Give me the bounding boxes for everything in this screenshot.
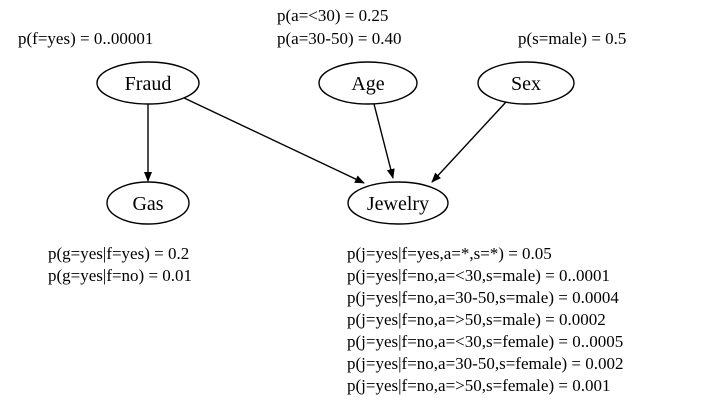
jewelry-cpt-row: p(j=yes|f=yes,a=*,s=*) = 0.05 <box>347 244 552 263</box>
node-gas-label: Gas <box>132 193 163 215</box>
jewelry-cpt-row: p(j=yes|f=no,a=30-50,s=female) = 0.002 <box>347 354 624 373</box>
jewelry-cpt-row: p(j=yes|f=no,a=>50,s=female) = 0.001 <box>347 376 611 395</box>
jewelry-cpt-row: p(j=yes|f=no,a=>50,s=male) = 0.0002 <box>347 310 606 329</box>
node-fraud-label: Fraud <box>125 73 172 95</box>
gas-cpt: p(g=yes|f=yes) = 0.2 p(g=yes|f=no) = 0.0… <box>48 243 192 287</box>
node-jewelry: Jewelry <box>347 181 449 225</box>
jewelry-cpt: p(j=yes|f=yes,a=*,s=*) = 0.05 p(j=yes|f=… <box>347 243 624 397</box>
jewelry-cpt-row: p(j=yes|f=no,a=<30,s=female) = 0..0005 <box>347 332 624 351</box>
gas-cpt-row: p(g=yes|f=yes) = 0.2 <box>48 244 190 263</box>
gas-cpt-row: p(g=yes|f=no) = 0.01 <box>48 266 193 285</box>
node-age: Age <box>318 61 418 105</box>
jewelry-cpt-row: p(j=yes|f=no,a=<30,s=male) = 0..0001 <box>347 266 610 285</box>
edge-age-to-jewelry <box>373 103 395 179</box>
node-gas: Gas <box>106 181 190 225</box>
node-sex-label: Sex <box>511 73 541 95</box>
jewelry-cpt-row: p(j=yes|f=no,a=30-50,s=male) = 0.0004 <box>347 288 619 307</box>
age-prior-30-50: p(a=30-50) = 0.40 <box>277 29 402 48</box>
edge-fraud-to-jewelry <box>181 96 365 184</box>
node-sex: Sex <box>477 61 575 105</box>
age-prior-under-30: p(a=<30) = 0.25 <box>277 6 389 25</box>
node-fraud: Fraud <box>96 61 200 105</box>
node-jewelry-label: Jewelry <box>367 193 429 215</box>
node-age-label: Age <box>351 73 384 95</box>
fraud-prior: p(f=yes) = 0..00001 <box>18 29 154 48</box>
sex-prior: p(s=male) = 0.5 <box>518 29 627 48</box>
edge-sex-to-jewelry <box>431 101 507 183</box>
